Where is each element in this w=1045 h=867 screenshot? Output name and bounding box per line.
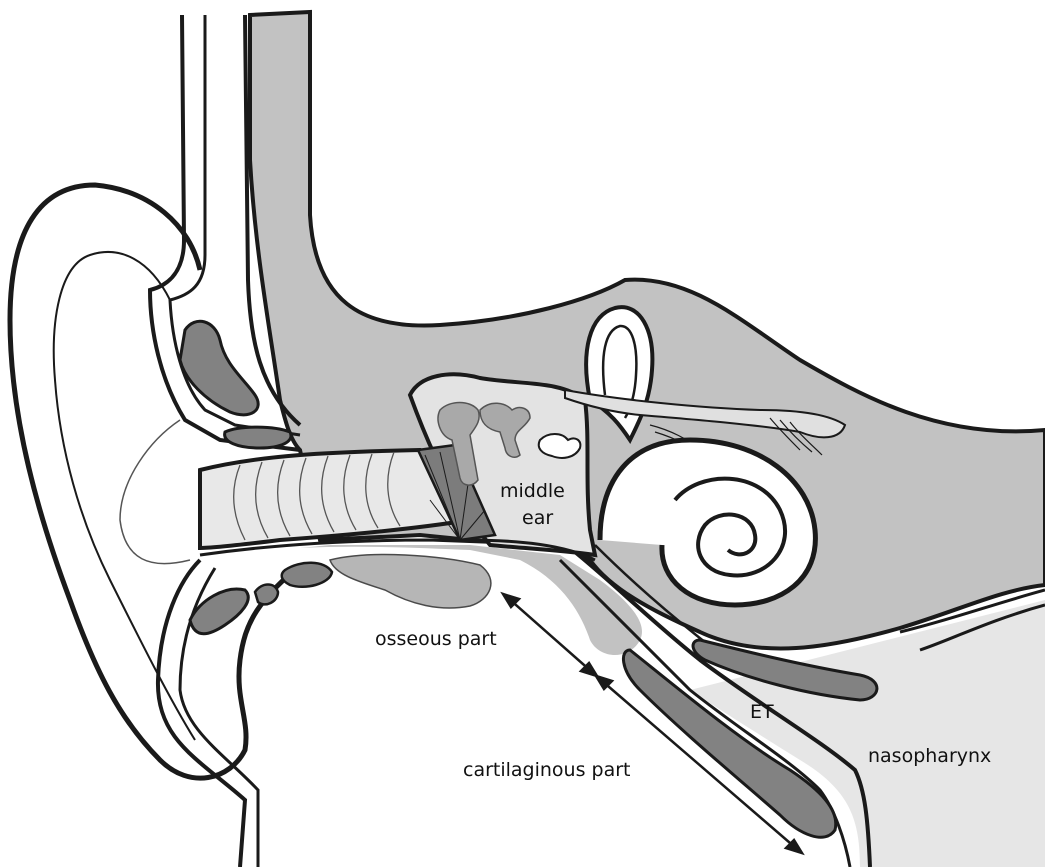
cartilage-upper-bar: [225, 427, 291, 448]
nasopharynx-label: nasopharynx: [868, 745, 991, 767]
lower-canal-lobe: [330, 555, 491, 608]
middle-ear-label-line1: middle: [500, 480, 565, 502]
stapes-ossicle: [539, 434, 581, 458]
cartilaginous-part-label: cartilaginous part: [463, 759, 631, 781]
middle-ear-label-line2: ear: [522, 507, 553, 529]
et-label: ET: [750, 701, 774, 723]
cartilage-lower-middle: [255, 585, 278, 605]
osseous-part-label: osseous part: [375, 628, 497, 650]
cartilage-lower-right: [282, 563, 332, 587]
